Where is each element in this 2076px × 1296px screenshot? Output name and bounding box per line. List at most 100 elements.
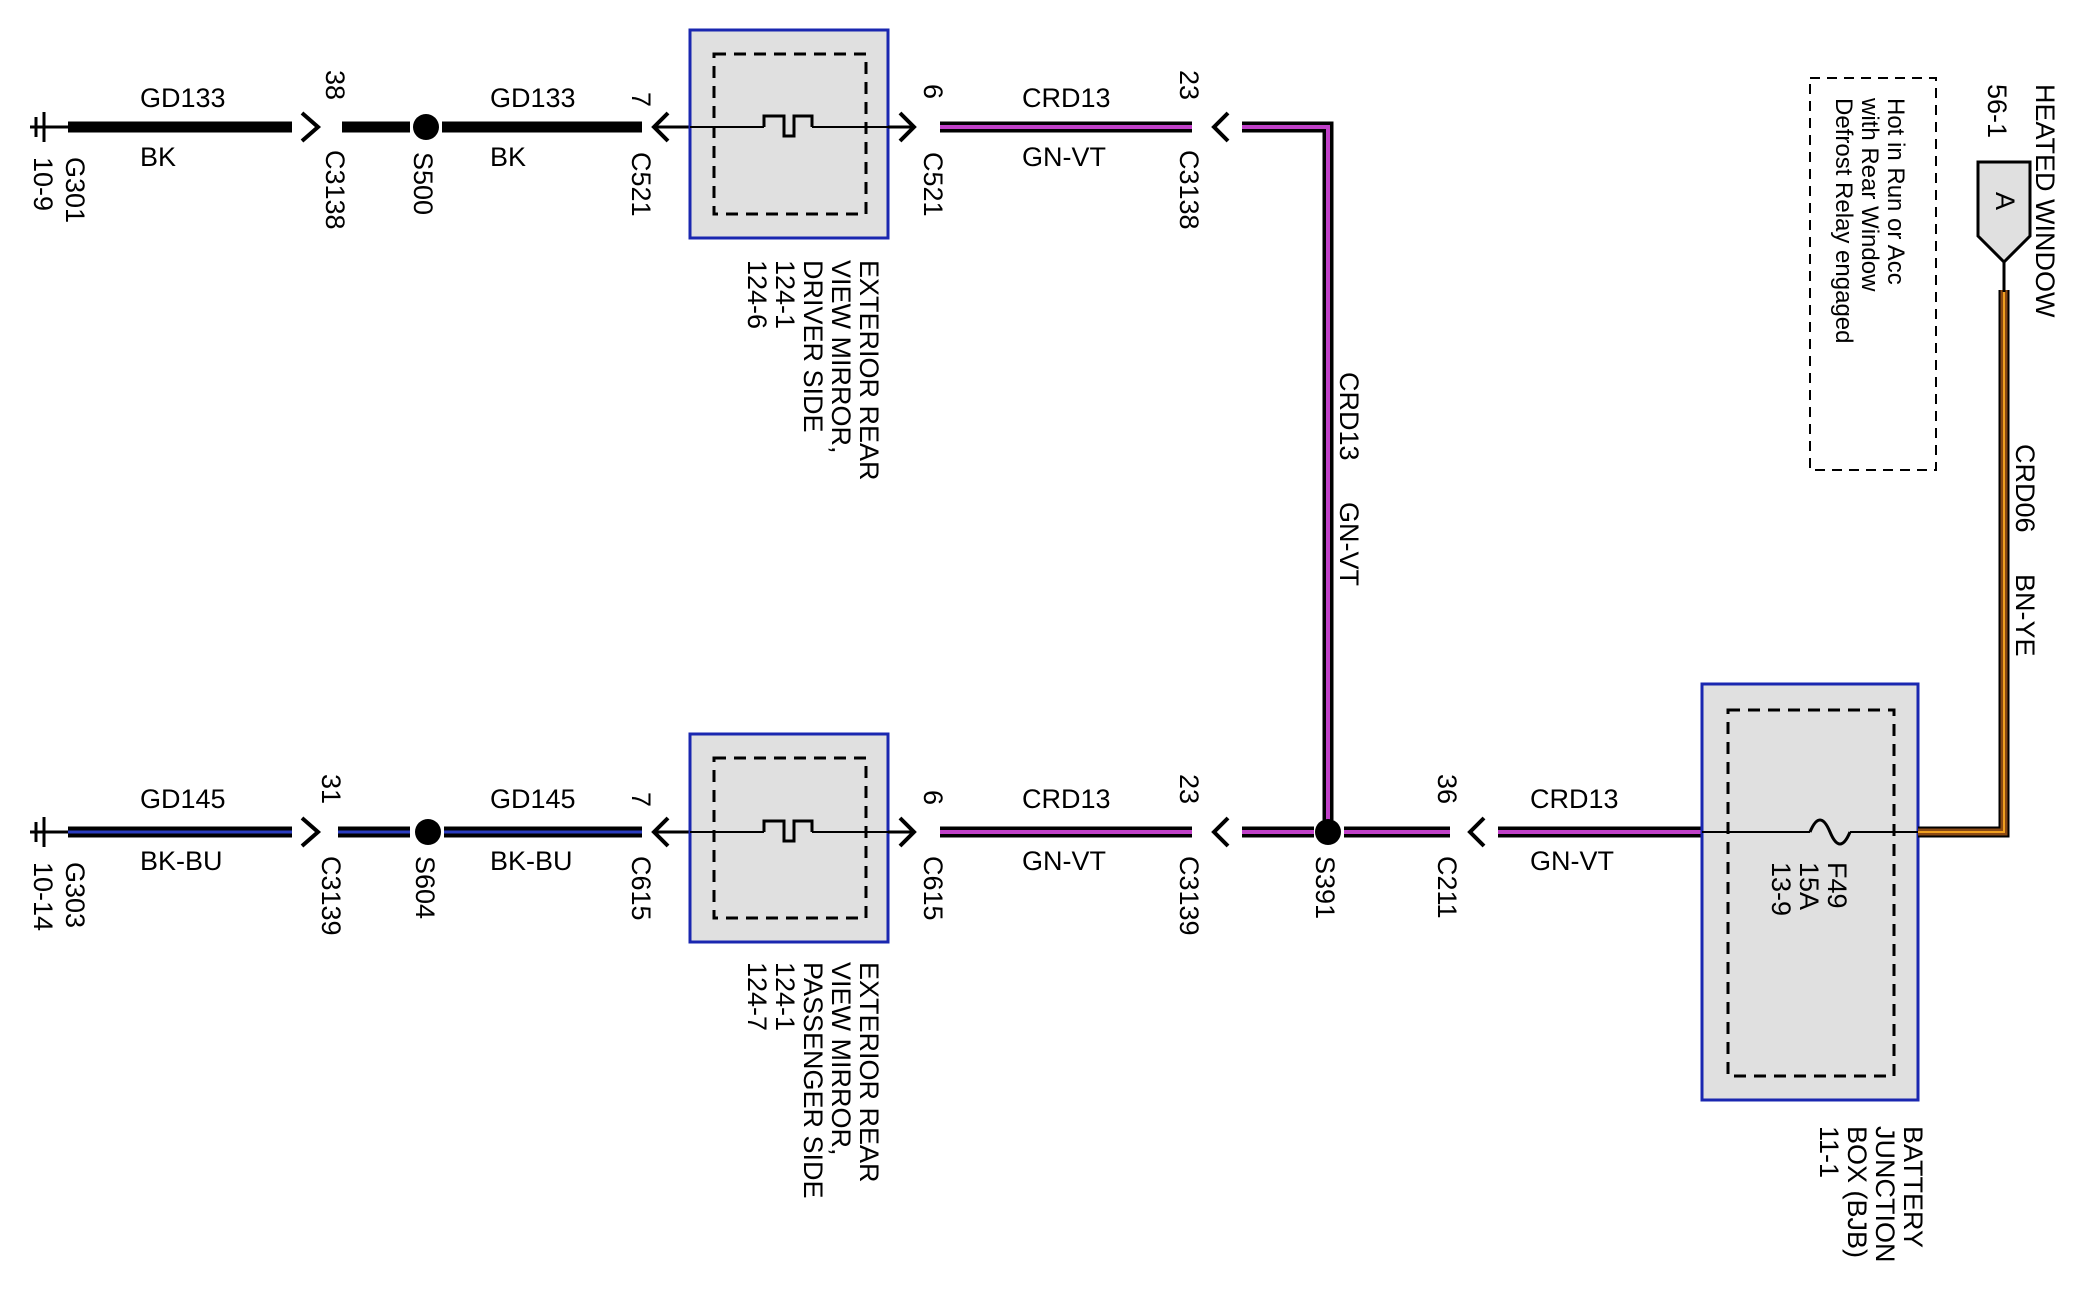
- heated-window-title: HEATED WINDOW: [2030, 84, 2060, 318]
- bjb-label-2: JUNCTION: [1870, 1126, 1900, 1263]
- connector-c615-arrow-right: [898, 816, 917, 848]
- passenger-mirror-box: [688, 732, 890, 944]
- ground-g303-icon: [30, 817, 70, 847]
- bjb-label-3: BOX (BJB): [1842, 1126, 1872, 1258]
- fuse-name: F49: [1822, 862, 1852, 909]
- bjb-box: [1700, 682, 1920, 1102]
- connector1-name: C3138: [320, 150, 350, 230]
- heated-window-connector-letter: A: [1990, 192, 2020, 210]
- ground-g301-ref: G301: [60, 157, 90, 223]
- connector-c521-arrow-right: [898, 111, 917, 143]
- connector-c3138-arrow-right: [1211, 111, 1230, 143]
- driver-mirror-dashed-outline: [712, 52, 868, 216]
- passenger-mirror-label-3: PASSENGER SIDE: [798, 962, 828, 1199]
- wire-crd06-inner: [1918, 290, 2005, 833]
- row2-connector4-pin: 23: [1174, 774, 1204, 804]
- connector2-pin: 7: [626, 92, 656, 107]
- connector-c521-arrow-left: [651, 111, 670, 143]
- row1-labels: G301 10-9 GD133 BK 38 C3138 S500 GD133 B…: [28, 70, 1204, 481]
- row2-circuit: [30, 160, 2032, 1102]
- wire-crd06-mid: [1918, 290, 2008, 836]
- row2-labels: G303 10-14 GD145 BK-BU 31 C3139 S604 GD1…: [28, 774, 1619, 1199]
- passenger-mirror-label-1: EXTERIOR REAR: [854, 962, 884, 1183]
- bjb-label-1: BATTERY: [1898, 1126, 1928, 1248]
- wire-crd13-row1-b-outer: [1242, 121, 1334, 820]
- heater-element-driver-icon: [690, 114, 888, 138]
- wire1-circuit: GD133: [140, 83, 226, 113]
- row2-connector2-name: C615: [626, 856, 656, 921]
- passenger-mirror-label-2: VIEW MIRROR,: [826, 962, 856, 1156]
- driver-mirror-label-4: 124-1: [770, 260, 800, 329]
- connector3-pin: 6: [918, 84, 948, 99]
- heated-window-connector-icon: [1976, 160, 2032, 265]
- connector-c3138-arrow: [300, 111, 322, 143]
- driver-mirror-label-2: VIEW MIRROR,: [826, 260, 856, 454]
- feed-wire-color: BN-YE: [2010, 574, 2040, 657]
- passenger-mirror-dashed-outline: [712, 756, 868, 920]
- ground-g301-page: 10-9: [28, 157, 58, 211]
- driver-mirror-box: [688, 28, 890, 240]
- fuse-page: 13-9: [1766, 862, 1796, 916]
- row2-wire4-color: GN-VT: [1530, 846, 1614, 876]
- vertical-wire-circuit: CRD13: [1334, 372, 1364, 461]
- row2-splice1-name: S604: [410, 856, 440, 919]
- row2-wire3-color: GN-VT: [1022, 846, 1106, 876]
- row2-wire3-circuit: CRD13: [1022, 784, 1111, 814]
- driver-mirror-label-3: DRIVER SIDE: [798, 260, 828, 433]
- row2-connector4-name: C3139: [1174, 856, 1204, 936]
- passenger-mirror-label-5: 124-7: [742, 962, 772, 1031]
- note-box: [1809, 77, 1937, 471]
- connector1-pin: 38: [320, 70, 350, 100]
- note-line-3: Defrost Relay engaged: [1830, 98, 1857, 343]
- wire-crd06-outer: [1918, 290, 2010, 838]
- row2-connector5-pin: 36: [1432, 774, 1462, 804]
- row2-connector3-pin: 6: [918, 790, 948, 805]
- splice-s391: [1315, 819, 1341, 845]
- connector-c615-arrow-left: [651, 816, 670, 848]
- connector2-name: C521: [626, 152, 656, 217]
- driver-mirror-label-1: EXTERIOR REAR: [854, 260, 884, 481]
- wire3-circuit: CRD13: [1022, 83, 1111, 113]
- passenger-mirror-label-4: 124-1: [770, 962, 800, 1031]
- splice-s500: [413, 114, 439, 140]
- ground-g303-ref: G303: [60, 862, 90, 928]
- bjb-label-4: 11-1: [1814, 1126, 1844, 1178]
- note-line-2: with Rear Window: [1856, 97, 1883, 292]
- row2-wire2-circuit: GD145: [490, 784, 576, 814]
- heated-window-page: 56-1: [1982, 84, 2012, 138]
- wire2-color: BK: [490, 142, 526, 172]
- note-line-1: Hot in Run or Acc: [1882, 98, 1909, 285]
- row2-splice2-name: S391: [1310, 856, 1340, 919]
- driver-mirror-label-5: 124-6: [742, 260, 772, 329]
- row2-wire1-circuit: GD145: [140, 784, 226, 814]
- heater-element-passenger-icon: [690, 819, 888, 843]
- wire-crd13-row1-b-inner: [1242, 125, 1330, 820]
- row1-circuit: [30, 28, 1334, 820]
- splice-s604: [415, 819, 441, 845]
- ground-g301-icon: [30, 112, 70, 142]
- fuse-f49-icon: [1702, 818, 1918, 846]
- row2-connector1-pin: 31: [316, 774, 346, 804]
- connector-c3139-arrow: [300, 816, 322, 848]
- fuse-rating: 15A: [1794, 862, 1824, 910]
- ground-g303-page: 10-14: [28, 862, 58, 931]
- connector-c3139-arrow-right: [1211, 816, 1230, 848]
- row2-wire1-color: BK-BU: [140, 846, 223, 876]
- feed-wire-circuit: CRD06: [2010, 444, 2040, 533]
- connector-c211-arrow: [1467, 816, 1486, 848]
- connector3-name: C521: [918, 152, 948, 217]
- row2-connector1-name: C3139: [316, 856, 346, 936]
- row2-connector3-name: C615: [918, 856, 948, 921]
- wire3-color: GN-VT: [1022, 142, 1106, 172]
- row2-wire2-color: BK-BU: [490, 846, 573, 876]
- connector4-pin: 23: [1174, 70, 1204, 100]
- row2-wire4-circuit: CRD13: [1530, 784, 1619, 814]
- row2-connector2-pin: 7: [626, 792, 656, 807]
- wire1-color: BK: [140, 142, 176, 172]
- bjb-dashed-outline: [1726, 708, 1896, 1078]
- vertical-wire-color: GN-VT: [1334, 502, 1364, 586]
- connector4-name: C3138: [1174, 150, 1204, 230]
- splice1-name: S500: [408, 152, 438, 215]
- wire2-circuit: GD133: [490, 83, 576, 113]
